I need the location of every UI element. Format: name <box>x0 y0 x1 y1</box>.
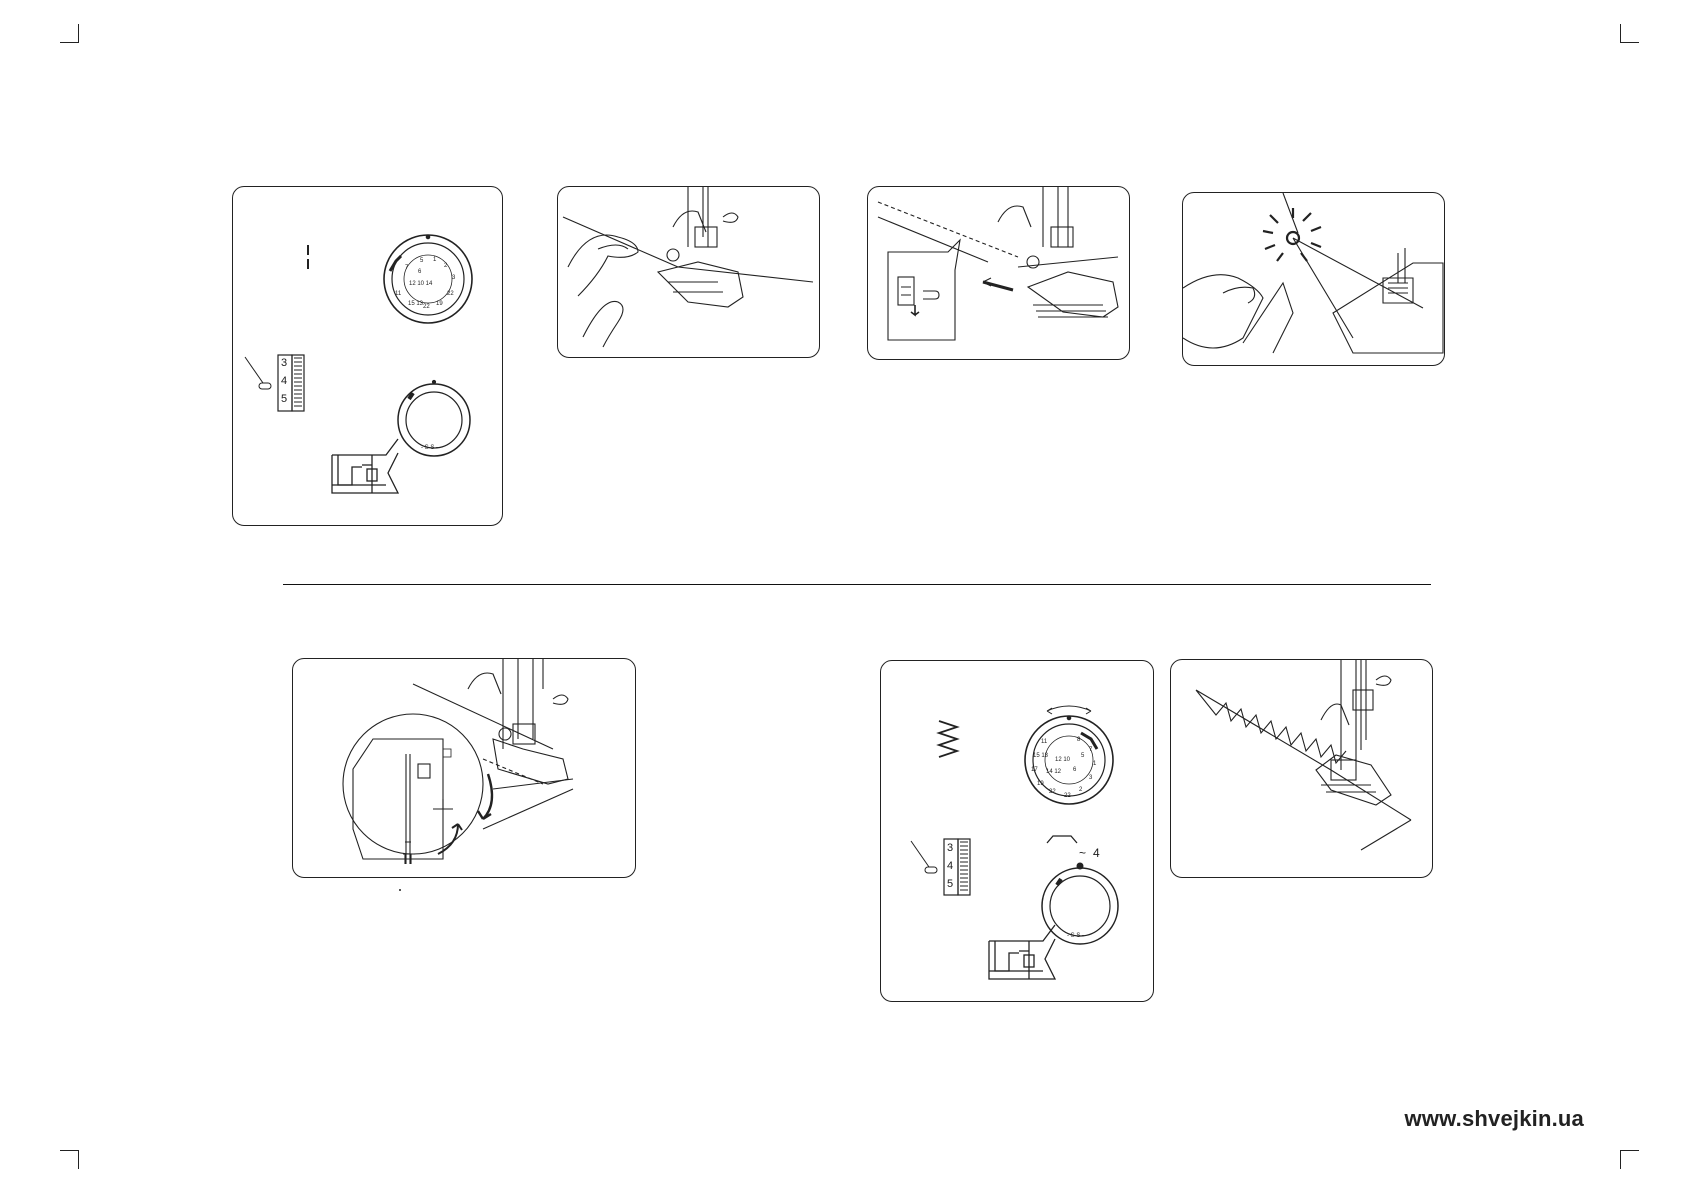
svg-text:22: 22 <box>1049 789 1056 795</box>
svg-text:6: 6 <box>1073 767 1077 773</box>
zigzag-sewing-figure <box>1195 660 1412 851</box>
hand-icon <box>567 234 639 348</box>
presser-foot-icon <box>331 438 400 494</box>
section-divider <box>283 584 1431 585</box>
svg-text:3: 3 <box>1089 775 1093 781</box>
zigzag-stitch-icon <box>936 720 960 758</box>
svg-text:22: 22 <box>423 304 430 310</box>
svg-text:3: 3 <box>452 275 456 281</box>
crop-mark-icon <box>1620 24 1639 43</box>
svg-text:7: 7 <box>1089 747 1093 753</box>
svg-text:6: 6 <box>418 269 422 275</box>
width-scale-value: 5 <box>281 393 288 405</box>
reverse-stitch-figure <box>877 187 1119 341</box>
guiding-fabric-panel <box>557 186 820 358</box>
reverse-lever-icon <box>887 238 961 341</box>
svg-text:5: 5 <box>1081 753 1085 759</box>
width-scale-value: 3 <box>281 357 288 369</box>
svg-text:7: 7 <box>405 265 409 271</box>
svg-text:19: 19 <box>436 301 443 307</box>
crop-mark-icon <box>60 1150 79 1169</box>
width-scale-icon <box>244 354 305 412</box>
stitch-dial-icon <box>1024 705 1114 805</box>
width-scale-icon <box>910 838 971 896</box>
guiding-fabric-figure <box>562 187 814 348</box>
width-scale-value: 5 <box>947 878 954 890</box>
website-url[interactable]: www.shvejkin.ua <box>1404 1106 1584 1131</box>
svg-text:19: 19 <box>1037 781 1044 787</box>
needle-lever-figure <box>342 659 574 864</box>
stitch-dial-icon <box>383 234 473 324</box>
length-hint-icon <box>1046 835 1078 844</box>
svg-text:- S S -: - S S - <box>421 445 438 451</box>
crop-mark-icon <box>60 24 79 43</box>
svg-text:15 13: 15 13 <box>408 301 424 307</box>
svg-text:12 10: 12 10 <box>1055 757 1071 763</box>
svg-text:15 13: 15 13 <box>1033 753 1049 759</box>
width-scale-value: 4 <box>947 860 954 872</box>
svg-text:- S S -: - S S - <box>1067 933 1084 939</box>
svg-text:17: 17 <box>1031 767 1038 773</box>
length-hint-symbol: ~ <box>1079 846 1087 860</box>
svg-text:2: 2 <box>1079 787 1083 793</box>
needle-lever-panel <box>292 658 636 878</box>
width-scale-value: 3 <box>947 842 954 854</box>
svg-text:12 10 14: 12 10 14 <box>409 281 433 287</box>
length-dial-icon <box>397 379 471 457</box>
svg-text:22: 22 <box>1064 793 1071 799</box>
svg-text:1: 1 <box>433 257 437 263</box>
svg-text:2: 2 <box>444 263 448 269</box>
dot-mark <box>399 889 401 891</box>
zigzag-sewing-panel <box>1170 659 1433 878</box>
reverse-stitch-panel <box>867 186 1130 360</box>
svg-text:22: 22 <box>447 291 454 297</box>
svg-text:5: 5 <box>420 258 424 264</box>
thread-pull-panel <box>1182 192 1445 366</box>
svg-text:1: 1 <box>1093 761 1097 767</box>
svg-text:14 12: 14 12 <box>1046 769 1062 775</box>
thread-pull-figure <box>1183 193 1444 354</box>
length-dial-icon <box>1041 862 1119 945</box>
crop-mark-icon <box>1620 1150 1639 1169</box>
svg-text:11: 11 <box>395 291 402 297</box>
svg-text:11: 11 <box>1041 739 1048 745</box>
length-hint-value: 4 <box>1093 846 1100 860</box>
width-scale-value: 4 <box>281 375 288 387</box>
svg-text:8: 8 <box>1077 737 1081 743</box>
presser-foot-icon <box>988 924 1057 980</box>
